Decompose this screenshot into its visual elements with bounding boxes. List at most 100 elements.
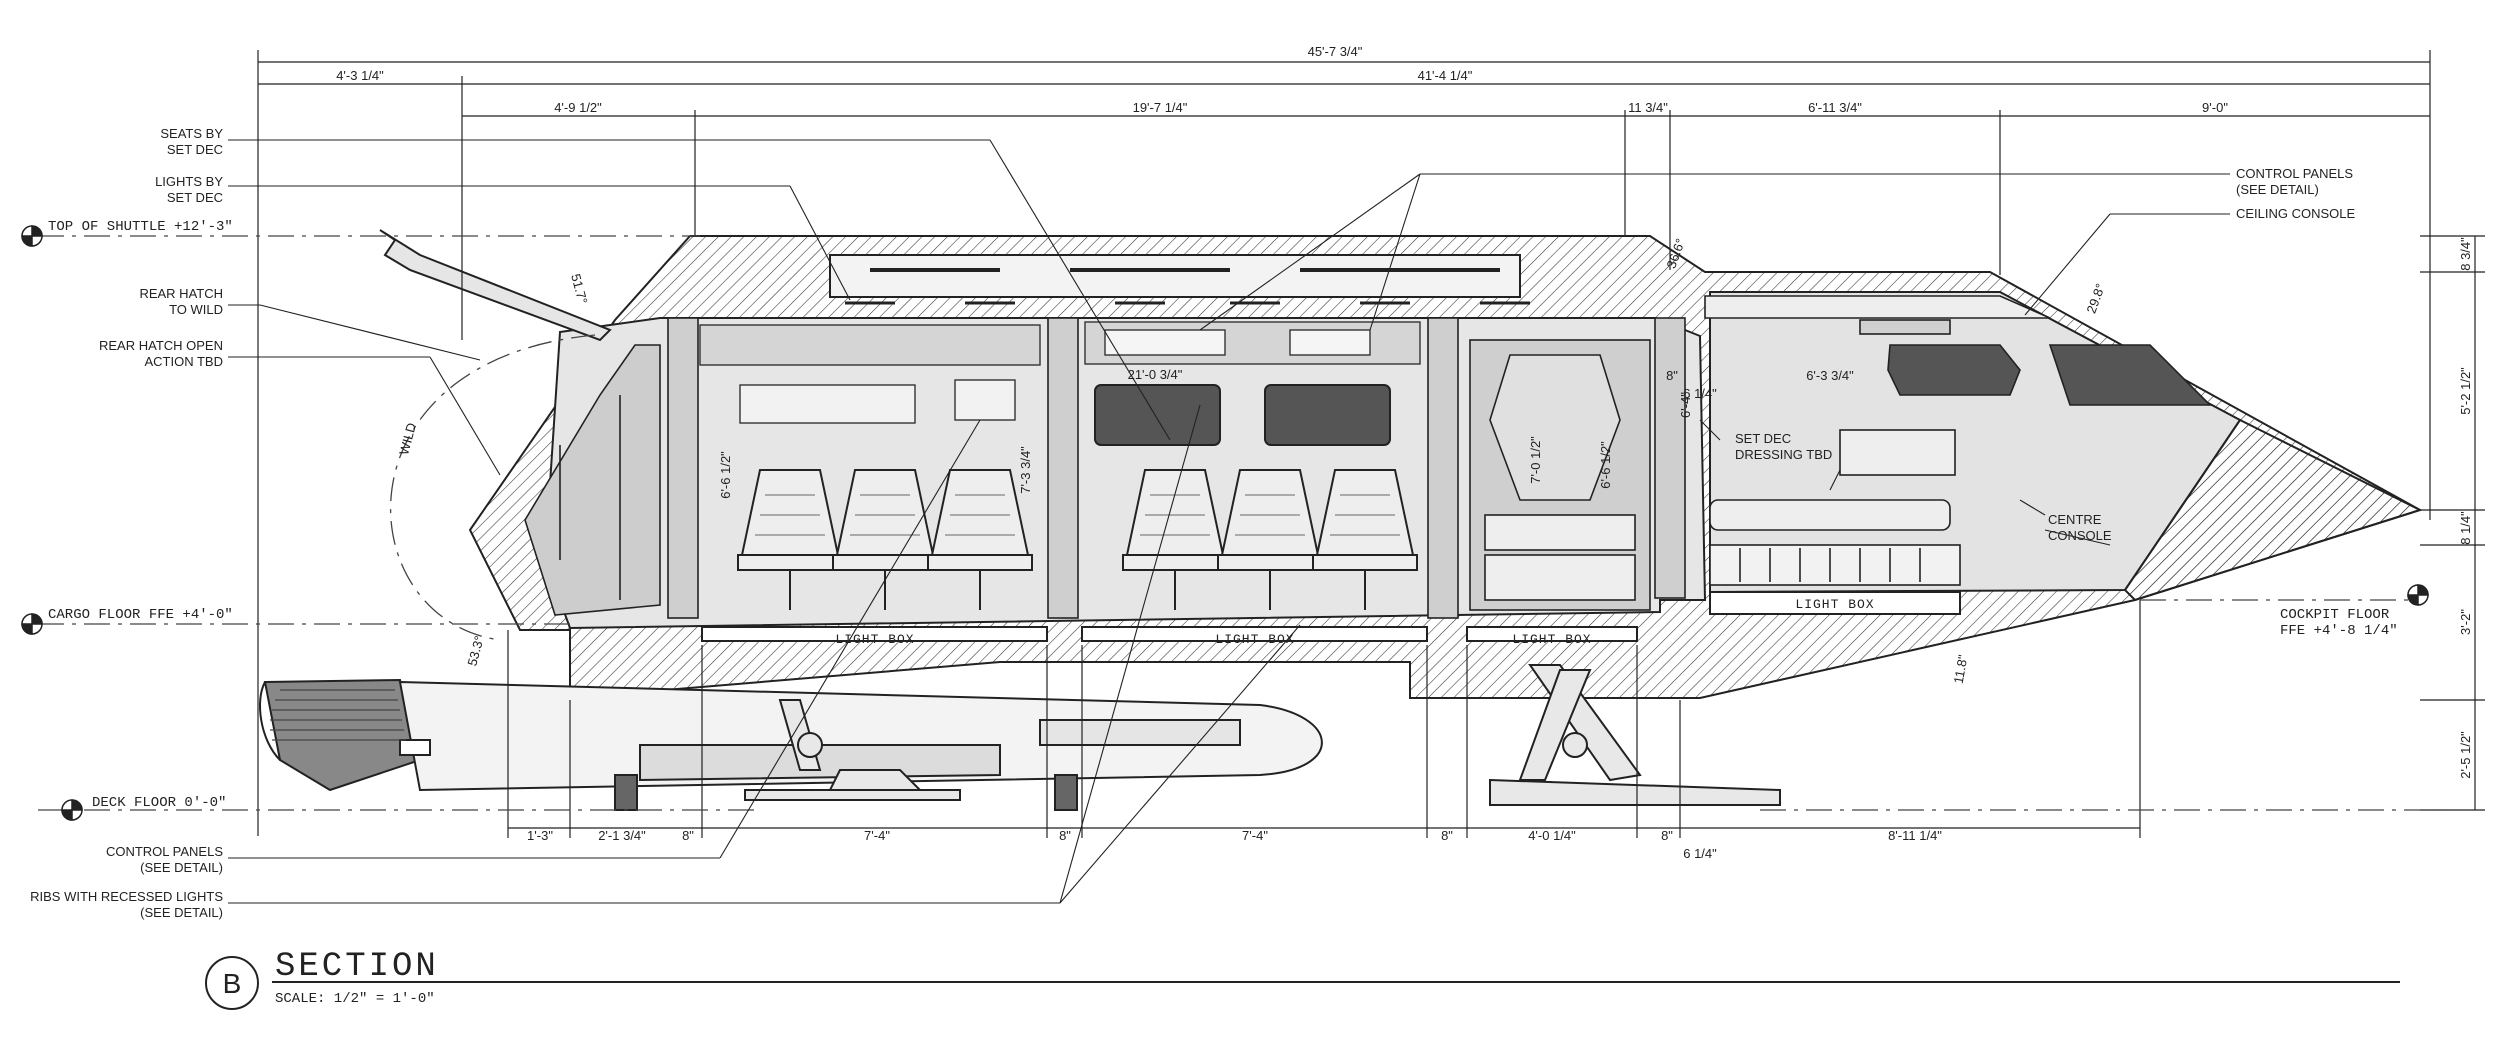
level-marker-deck <box>61 799 83 821</box>
seat <box>1217 469 1323 610</box>
dim-body-length: 41'-4 1/4" <box>1418 68 1473 83</box>
seats <box>737 469 1418 610</box>
note-control-panels-bottom-2: (SEE DETAIL) <box>140 860 223 875</box>
section-scale: SCALE: 1/2" = 1'-0" <box>275 991 435 1007</box>
engine-nozzle-rings <box>270 689 406 741</box>
dim-door-height-a: 7'-0 1/2" <box>1528 436 1543 484</box>
seat <box>832 469 938 610</box>
dim-gear: 11.8" <box>1951 653 1971 684</box>
dim-bottom-9: 8" <box>1661 828 1673 843</box>
note-ribs-2: (SEE DETAIL) <box>140 905 223 920</box>
level-cockpit-label-2: FFE +4'-8 1/4" <box>2280 623 2398 639</box>
dim-overall: 45'-7 3/4" <box>1308 44 1363 59</box>
level-lines <box>38 235 2470 811</box>
light-box-label-2: LIGHT BOX <box>1215 632 1294 647</box>
note-seats-1: SEATS BY <box>160 126 223 141</box>
note-control-panels-top-1: CONTROL PANELS <box>2236 166 2353 181</box>
dim-bottom-8: 4'-0 1/4" <box>1528 828 1576 843</box>
bulkhead-ribs <box>667 317 1686 619</box>
note-ribs-1: RIBS WITH RECESSED LIGHTS <box>30 889 223 904</box>
note-centre-console-2: CONSOLE <box>2048 528 2112 543</box>
section-callout-letter: B <box>223 968 242 999</box>
rear-hatch-open <box>379 229 612 342</box>
dim-rear-hatch-depth: 4'-3 1/4" <box>336 68 384 83</box>
note-ceiling-console: CEILING CONSOLE <box>2236 206 2356 221</box>
level-deck-label: DECK FLOOR 0'-0" <box>92 795 226 811</box>
dim-bottom-2: 2'-1 3/4" <box>598 828 646 843</box>
seat <box>1312 469 1418 610</box>
angle-nose-upper: 29.8° <box>2084 282 2109 316</box>
dim-bottom-3: 8" <box>682 828 694 843</box>
level-marker-cargo <box>21 613 43 635</box>
seat <box>927 469 1033 610</box>
dim-bottom-4: 7'-4" <box>864 828 890 843</box>
level-marker-cockpit <box>2407 584 2429 606</box>
seat <box>1122 469 1228 610</box>
dim-right-5: 2'-5 1/2" <box>2458 731 2473 779</box>
note-centre-console-1: CENTRE <box>2048 512 2102 527</box>
light-boxes <box>701 591 1961 642</box>
dim-aft-height: 6'-6 1/2" <box>718 451 733 499</box>
seat-slats <box>755 494 1400 536</box>
level-markers <box>21 225 2429 821</box>
dim-cockpit-height: 6'-4" <box>1678 392 1693 418</box>
light-box-label-4: LIGHT BOX <box>1795 597 1874 612</box>
note-set-dec-1: SET DEC <box>1735 431 1791 446</box>
section-callout-circle <box>205 956 259 1010</box>
aft-panels <box>699 321 1421 424</box>
angle-hatch-lower: 53.3° <box>464 634 486 667</box>
ceiling-recess <box>829 254 1521 298</box>
door-section <box>1469 339 1651 611</box>
dim-top-4: 6'-11 3/4" <box>1808 100 1862 115</box>
landing-gear-fore <box>1489 664 1781 806</box>
note-rear-hatch-2: TO WILD <box>169 302 223 317</box>
note-rear-hatch-1: REAR HATCH <box>139 286 223 301</box>
note-lights-2: SET DEC <box>167 190 223 205</box>
dim-bottom-10: 8'-11 1/4" <box>1888 828 1942 843</box>
light-box-label-3: LIGHT BOX <box>1512 632 1591 647</box>
dim-cabin-height: 7'-3 3/4" <box>1018 446 1033 494</box>
dimension-lines <box>257 50 2485 838</box>
landing-gear-aft <box>744 699 961 801</box>
section-title: SECTION <box>275 948 439 986</box>
note-rear-hatch-open-2: ACTION TBD <box>145 354 224 369</box>
dim-bottom-extra: 6 1/4" <box>1683 846 1717 861</box>
dim-door-height-b: 6'-6 1/2" <box>1598 441 1613 489</box>
dim-right-4: 3'-2" <box>2458 609 2473 635</box>
rear-hatch-arc <box>389 334 596 641</box>
dim-right-2: 5'-2 1/2" <box>2458 367 2473 415</box>
level-cargo-label: CARGO FLOOR FFE +4'-0" <box>48 607 233 623</box>
dim-bottom-7: 8" <box>1441 828 1453 843</box>
note-seats-2: SET DEC <box>167 142 223 157</box>
level-marker-top <box>21 225 43 247</box>
dim-top-2: 19'-7 1/4" <box>1133 100 1188 115</box>
level-cockpit-label-1: COCKPIT FLOOR <box>2280 607 2390 623</box>
note-lights-1: LIGHTS BY <box>155 174 223 189</box>
engine-pod <box>259 678 1323 811</box>
dim-bottom-1: 1'-3" <box>527 828 553 843</box>
dim-cockpit-width: 6'-3 3/4" <box>1806 368 1854 383</box>
dim-top-1: 4'-9 1/2" <box>554 100 602 115</box>
dim-right-3: 8 1/4" <box>2458 511 2473 545</box>
dim-bulkhead: 8" <box>1666 368 1678 383</box>
dim-bulkhead-b: 6 1/4" <box>1683 386 1717 401</box>
note-control-panels-top-2: (SEE DETAIL) <box>2236 182 2319 197</box>
angle-hatch: 51.7° <box>568 272 590 305</box>
note-rear-hatch-open-1: REAR HATCH OPEN <box>99 338 223 353</box>
dim-bottom-5: 8" <box>1059 828 1071 843</box>
note-wild: WILD <box>396 421 419 456</box>
leader-lines <box>228 139 2230 904</box>
dim-top-3: 11 3/4" <box>1628 100 1668 115</box>
section-title-block: B SECTION SCALE: 1/2" = 1'-0" <box>205 948 2400 1010</box>
dim-top-5: 9'-0" <box>2202 100 2228 115</box>
dim-cabin-width: 21'-0 3/4" <box>1128 367 1183 382</box>
light-box-label-1: LIGHT BOX <box>835 632 914 647</box>
cockpit-details <box>1704 295 2212 586</box>
aft-hatch-wall <box>524 344 661 616</box>
note-set-dec-2: DRESSING TBD <box>1735 447 1832 462</box>
level-top-label: TOP OF SHUTTLE +12'-3" <box>48 219 233 235</box>
dim-right-1: 8 3/4" <box>2458 237 2473 271</box>
cabin-windows <box>1094 384 1391 446</box>
note-control-panels-bottom-1: CONTROL PANELS <box>106 844 223 859</box>
